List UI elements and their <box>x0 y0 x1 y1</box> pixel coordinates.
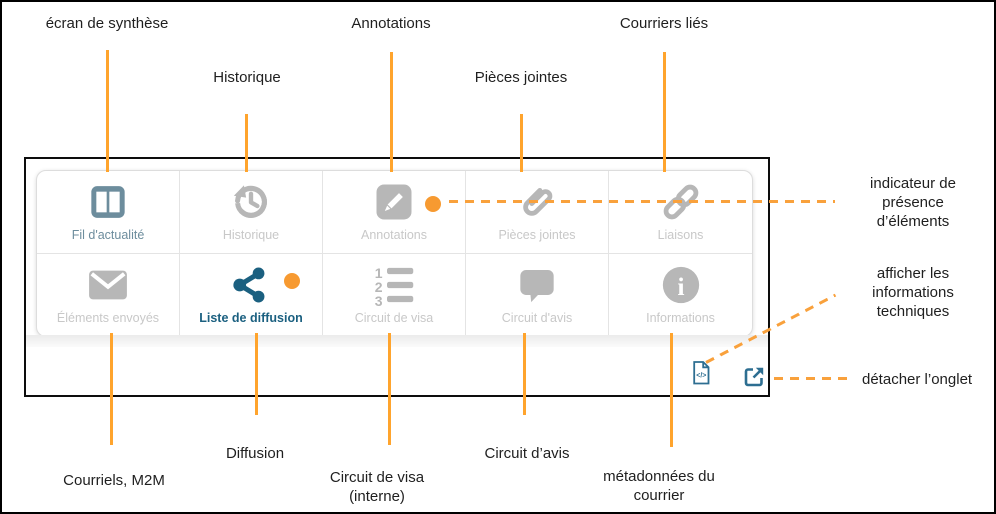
callout-metadonnees-courrier: métadonnées du courrier <box>603 468 715 504</box>
tab-liaisons[interactable]: Liaisons <box>609 171 752 254</box>
svg-text:3: 3 <box>375 293 383 306</box>
pencil-square-icon <box>374 181 414 223</box>
callout-line-pieces <box>520 114 523 172</box>
tab-pieces-jointes[interactable]: Pièces jointes <box>466 171 609 254</box>
callout-courriels-m2m: Courriels, M2M <box>63 472 165 489</box>
tab-fil-dactualite[interactable]: Fil d'actualité <box>37 171 180 254</box>
columns-icon <box>87 181 129 223</box>
tab-label: Pièces jointes <box>498 228 576 243</box>
callout-pieces-jointes: Pièces jointes <box>474 69 568 86</box>
svg-text:2: 2 <box>375 279 383 295</box>
svg-text:1: 1 <box>375 265 383 281</box>
tab-label: Annotations <box>360 228 428 243</box>
presence-indicator-dot <box>425 196 441 212</box>
tab-annotations[interactable]: Annotations <box>323 171 466 254</box>
document-tabs-panel: Fil d'actualité Historique Annotations <box>24 157 770 397</box>
svg-text:</>: </> <box>696 373 706 380</box>
callout-detacher-onglet: détacher l’onglet <box>862 371 973 388</box>
paperclip-icon <box>515 181 559 223</box>
callout-line-annotations <box>390 52 393 172</box>
callout-circuit-visa-interne: Circuit de visa (interne) <box>329 469 425 505</box>
tabs-grid: Fil d'actualité Historique Annotations <box>37 171 752 336</box>
svg-text:i: i <box>677 274 684 301</box>
tab-liste-de-diffusion[interactable]: Liste de diffusion <box>180 253 323 336</box>
tab-historique[interactable]: Historique <box>180 171 323 254</box>
comment-icon <box>516 264 558 306</box>
callout-line-courriers <box>663 52 666 172</box>
callout-diffusion: Diffusion <box>225 445 285 462</box>
tab-label: Liaisons <box>657 228 704 243</box>
card-shadow-band <box>26 335 768 347</box>
callout-historique: Historique <box>213 69 281 86</box>
tab-elements-envoyes[interactable]: Éléments envoyés <box>37 253 180 336</box>
tab-circuit-davis[interactable]: Circuit d'avis <box>466 253 609 336</box>
callout-ecran-de-synthese: écran de synthèse <box>45 15 169 32</box>
tabs-card: Fil d'actualité Historique Annotations <box>36 170 753 337</box>
info-circle-icon: i <box>660 264 702 306</box>
callout-indicateur-presence: indicateur de présence d’éléments <box>870 175 956 230</box>
tab-informations[interactable]: i Informations <box>609 254 752 337</box>
tab-label: Éléments envoyés <box>56 311 160 326</box>
callout-circuit-avis: Circuit d’avis <box>484 445 570 462</box>
callout-line-circuit-visa <box>388 333 391 445</box>
presence-indicator-dot <box>284 272 300 289</box>
tab-label: Informations <box>646 311 715 326</box>
dashed-line-indicateur <box>449 200 835 203</box>
external-link-icon[interactable] <box>742 365 766 394</box>
callout-line-historique <box>245 114 248 172</box>
tab-label: Liste de diffusion <box>199 311 303 326</box>
tab-label: Fil d'actualité <box>71 228 145 243</box>
tab-label: Circuit d'avis <box>501 311 573 326</box>
tab-label: Historique <box>222 228 280 243</box>
share-icon <box>230 264 272 306</box>
callout-line-circuit-avis <box>523 333 526 415</box>
file-code-icon[interactable]: </> <box>691 360 711 391</box>
callout-line-metadonnees <box>670 333 673 447</box>
callout-line-courriels <box>110 333 113 445</box>
callout-line-ecran <box>106 50 109 172</box>
callout-afficher-infos-techniques: afficher les informations techniques <box>872 265 954 320</box>
callout-line-diffusion <box>255 333 258 415</box>
dashed-line-detacher <box>774 377 847 380</box>
history-icon <box>229 181 273 223</box>
callout-courriers-lies: Courriers liés <box>619 15 709 32</box>
tab-label: Circuit de visa <box>354 311 434 326</box>
callout-annotations: Annotations <box>351 15 431 32</box>
envelope-icon <box>86 264 130 306</box>
